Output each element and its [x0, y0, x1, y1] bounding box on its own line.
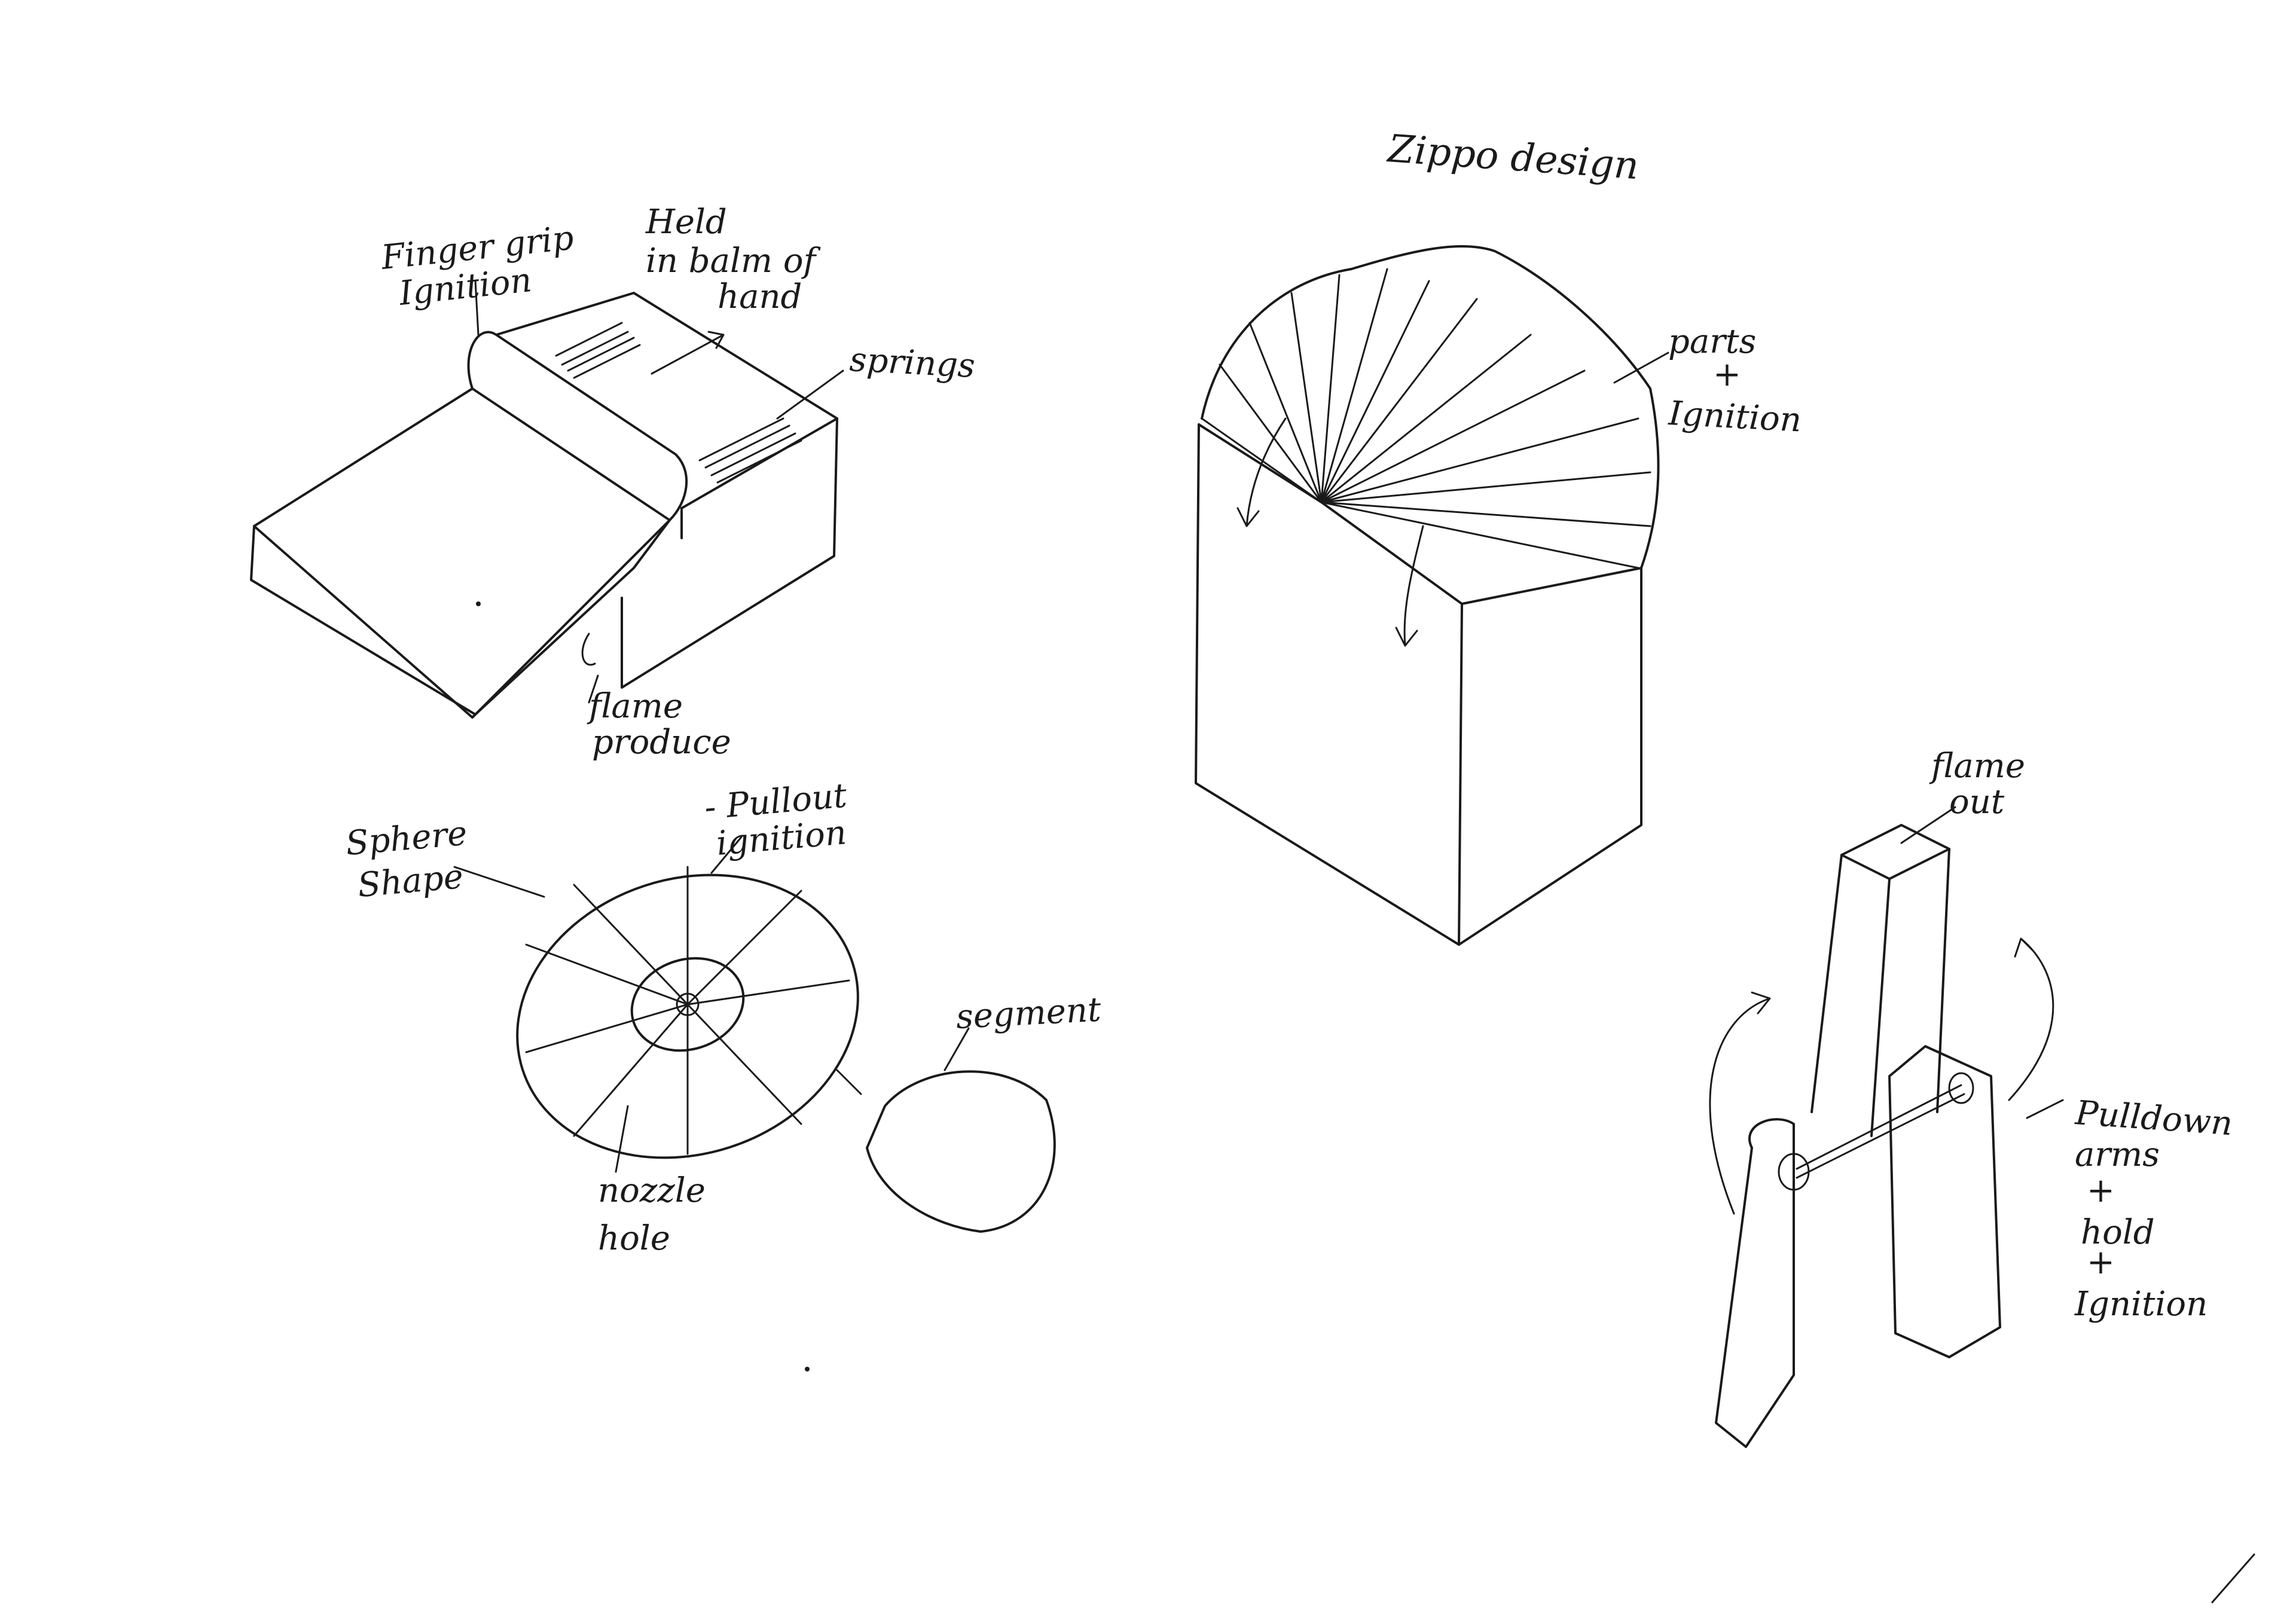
label-nozzle-2: hole — [598, 1219, 670, 1258]
label-pulldown-4: hold — [2081, 1213, 2155, 1252]
corner-mark — [2211, 1553, 2255, 1603]
leader-finger-grip — [474, 280, 480, 336]
leader-pulldown — [2026, 1099, 2064, 1119]
label-springs: springs — [848, 340, 976, 386]
stray-dot — [805, 1367, 810, 1371]
flame-nozzle — [581, 633, 596, 666]
sphere-outline — [516, 873, 859, 1159]
label-pulldown-2: arms — [2075, 1135, 2160, 1174]
sphere-hub — [630, 957, 745, 1052]
label-parts-2: + — [1713, 355, 1741, 394]
body-top-face — [495, 292, 838, 509]
finger-grip — [467, 331, 688, 521]
connecting-rod — [1796, 1084, 1965, 1179]
label-flame-out-1: flame — [1929, 747, 2025, 786]
lid-front-edge — [474, 519, 671, 716]
leader-flame-out — [1900, 806, 1956, 844]
rotate-arrow-front — [1395, 525, 1424, 647]
lighter-box-sketch: Finger grip Ignition Held in balm of han… — [250, 203, 976, 762]
body-front-face — [621, 417, 838, 689]
leader-springs — [776, 369, 844, 420]
leader-sphere — [453, 866, 545, 898]
column-top — [1840, 824, 1950, 880]
rotate-arrow-left — [1236, 417, 1287, 527]
column-sides — [1810, 848, 1950, 1137]
sphere-segment-detached — [866, 1070, 1056, 1233]
h-frame-sketch: flame out Pulldown arms + hold + Ignitio… — [1709, 747, 2234, 1448]
fan-outline — [1201, 245, 1660, 569]
sphere-sketch: Sphere Shape - Pullout ignition segment … — [344, 776, 1103, 1258]
label-pulldown-5: + — [2087, 1243, 2115, 1282]
block-body — [1195, 423, 1642, 946]
sphere-segment-lines — [525, 866, 850, 1155]
label-pulldown-6: Ignition — [2074, 1285, 2208, 1324]
block-top-edge — [1198, 423, 1642, 605]
label-parts-1: parts — [1668, 322, 1756, 361]
label-held-2: in balm of — [646, 242, 822, 280]
leader-nozzle — [615, 1105, 629, 1173]
label-pulldown-3: + — [2087, 1171, 2115, 1210]
label-nozzle-1: nozzle — [598, 1171, 706, 1210]
leader-parts — [1613, 352, 1669, 384]
label-held-3: hand — [718, 277, 802, 316]
lid-left-edge — [250, 525, 477, 719]
left-arm — [1715, 1118, 1795, 1448]
block-edge — [1458, 603, 1463, 946]
leader-segment — [944, 1027, 970, 1071]
label-held-1: Held — [645, 203, 727, 242]
right-arm — [1888, 1045, 2001, 1358]
right-pivot — [1948, 1072, 1974, 1104]
segment-arrow — [836, 1069, 862, 1095]
spring-top — [555, 322, 641, 379]
rotate-arrow-right — [2008, 937, 2054, 1101]
arrow-held — [651, 331, 725, 375]
label-sphere-2: Shape — [356, 857, 465, 905]
leader-flame — [588, 674, 599, 704]
label-parts-3: Ignition — [1667, 394, 1802, 440]
page-title: Zippo design — [1385, 127, 1640, 188]
label-flame-1: flame — [587, 687, 683, 726]
fan-block-sketch: parts + Ignition — [1195, 245, 1803, 946]
spring-side — [698, 417, 802, 484]
label-flame-out-2: out — [1949, 783, 2005, 821]
rotate-arrow-left — [1709, 991, 1771, 1215]
lid-top-face — [253, 387, 671, 719]
leader-pullout — [710, 836, 743, 874]
fan-pleats — [1201, 268, 1651, 569]
label-flame-2: produce — [592, 723, 731, 762]
segment-edge — [866, 1105, 886, 1149]
label-segment: segment — [955, 990, 1102, 1037]
stray-dot — [476, 601, 481, 606]
label-sphere-1: Sphere — [344, 814, 469, 863]
